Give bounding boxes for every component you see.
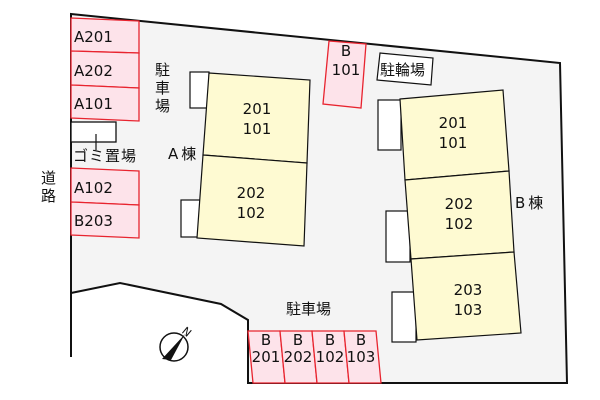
unit-number: 202 bbox=[237, 184, 266, 202]
left-parking bbox=[70, 17, 140, 239]
parking-label: A202 bbox=[74, 62, 113, 80]
parking-label: 102 bbox=[316, 348, 345, 366]
unit-number: 201 bbox=[439, 114, 468, 132]
unit-number: 201 bbox=[243, 100, 272, 118]
parking-label: B bbox=[293, 331, 303, 349]
building-b-label: B棟 bbox=[515, 194, 546, 212]
parking-area-label: 駐車場 bbox=[286, 300, 331, 318]
unit-number: 101 bbox=[243, 120, 272, 138]
unit-number: 103 bbox=[454, 301, 483, 319]
building-a-unit bbox=[202, 72, 311, 164]
balcony bbox=[189, 71, 210, 109]
parking-label: A102 bbox=[74, 179, 113, 197]
garbage-label: ゴミ置場 bbox=[73, 147, 137, 165]
building-b-unit bbox=[410, 251, 522, 341]
bicycle-parking bbox=[376, 52, 434, 86]
parking-area-label: 場 bbox=[155, 97, 170, 115]
parking-space bbox=[70, 84, 140, 122]
parking-space bbox=[322, 40, 367, 109]
road-label: 道 bbox=[41, 169, 56, 187]
parking-space bbox=[343, 330, 382, 384]
parking-label: A201 bbox=[74, 28, 113, 46]
unit-number: 203 bbox=[454, 281, 483, 299]
unit-number: 102 bbox=[237, 204, 266, 222]
parking-area-label: 駐 bbox=[155, 61, 170, 79]
parking-label: 101 bbox=[332, 61, 361, 79]
unit-number: 101 bbox=[439, 134, 468, 152]
bicycle-parking-label: 駐輪場 bbox=[380, 61, 425, 79]
parking-label: B203 bbox=[74, 212, 113, 230]
building-a-label: A棟 bbox=[168, 145, 199, 163]
balcony bbox=[385, 210, 411, 263]
garbage-area bbox=[70, 121, 117, 143]
unit-number: 202 bbox=[445, 195, 474, 213]
parking-label: A101 bbox=[74, 95, 113, 113]
parking-label: B bbox=[325, 331, 335, 349]
balcony bbox=[391, 291, 417, 343]
parking-label: 202 bbox=[284, 348, 313, 366]
compass-icon: N bbox=[159, 324, 194, 362]
parking-label: B bbox=[261, 331, 271, 349]
balcony bbox=[377, 99, 402, 151]
parking-label: B bbox=[341, 42, 351, 60]
unit-number: 102 bbox=[445, 215, 474, 233]
road-label: 路 bbox=[41, 187, 56, 205]
parking-label: B bbox=[356, 331, 366, 349]
parking-label: 103 bbox=[347, 348, 376, 366]
parking-area-label: 車 bbox=[155, 79, 170, 97]
building-a-unit bbox=[196, 154, 308, 247]
parking-label: 201 bbox=[252, 348, 281, 366]
parking-space bbox=[70, 201, 140, 239]
